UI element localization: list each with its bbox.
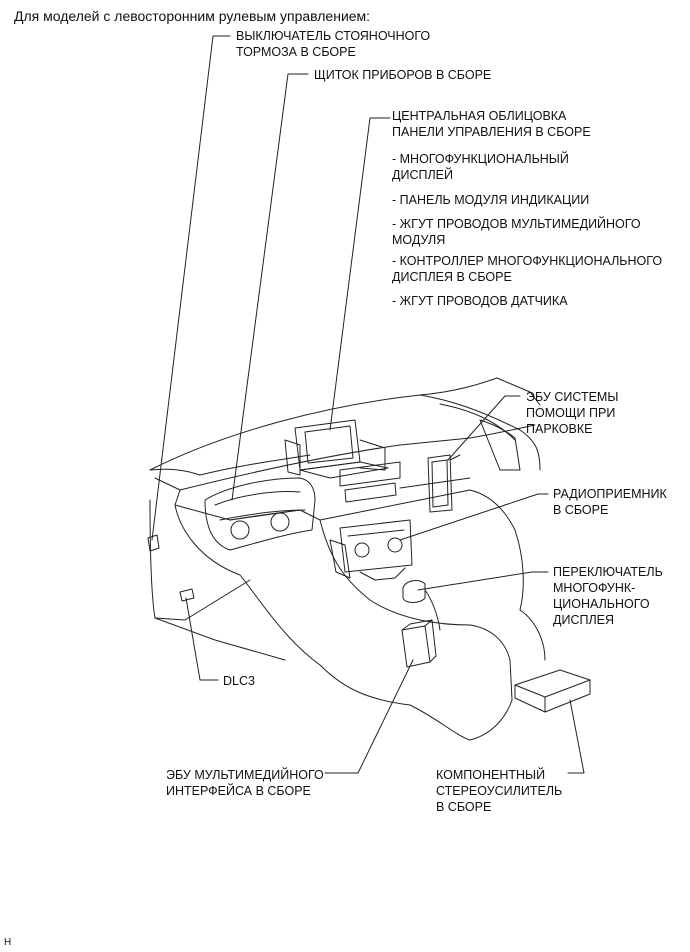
instrument-cluster-shape (204, 477, 316, 551)
model-note-header: Для моделей с левосторонним рулевым упра… (14, 8, 371, 24)
label-center-panel-item-controller: - КОНТРОЛЛЕР МНОГОФУНКЦИОНАЛЬНОГО ДИСПЛЕ… (392, 254, 663, 284)
radio-receiver-shape (329, 519, 413, 581)
label-center-panel-item-display: - МНОГОФУНКЦИОНАЛЬНЫЙ ДИСПЛЕЙ (392, 152, 569, 182)
label-instrument-cluster: ЩИТОК ПРИБОРОВ В СБОРЕ (314, 68, 492, 82)
label-center-panel-item-indicator: - ПАНЕЛЬ МОДУЛЯ ИНДИКАЦИИ (392, 193, 590, 207)
label-center-panel-item-sensor-harness: - ЖГУТ ПРОВОДОВ ДАТЧИКА (392, 294, 568, 308)
multimedia-ecu-shape (401, 619, 437, 668)
label-dlc3: DLC3 (223, 674, 255, 688)
label-center-panel: ЦЕНТРАЛЬНАЯ ОБЛИЦОВКА ПАНЕЛИ УПРАВЛЕНИЯ … (392, 109, 591, 139)
stereo-amplifier-shape (514, 669, 591, 713)
label-radio-receiver: РАДИОПРИЕМНИК В СБОРЕ (553, 487, 667, 517)
dashboard-outline (149, 377, 546, 741)
multi-display-switch-shape (402, 580, 441, 631)
multifunction-display-shape (284, 419, 389, 479)
parking-assist-ecu-shape (427, 454, 461, 513)
label-multi-display-switch: ПЕРЕКЛЮЧАТЕЛЬ МНОГОФУНК- ЦИОНАЛЬНОГО ДИС… (553, 565, 663, 627)
label-multimedia-ecu: ЭБУ МУЛЬТИМЕДИЙНОГО ИНТЕРФЕЙСА В СБОРЕ (166, 768, 324, 798)
label-parking-assist-ecu: ЭБУ СИСТЕМЫ ПОМОЩИ ПРИ ПАРКОВКЕ (526, 390, 619, 436)
label-stereo-amplifier: КОМПОНЕНТНЫЙ СТЕРЕОУСИЛИТЕЛЬ В СБОРЕ (436, 768, 563, 814)
label-parking-brake-switch: ВЫКЛЮЧАТЕЛЬ СТОЯНОЧНОГО ТОРМОЗА В СБОРЕ (236, 29, 431, 59)
leader-lines (151, 35, 585, 774)
parking-brake-switch-shape (147, 534, 160, 552)
label-center-panel-item-harness: - ЖГУТ ПРОВОДОВ МУЛЬТИМЕДИЙНОГО МОДУЛЯ (392, 217, 641, 247)
figure-code: H (4, 937, 12, 948)
dlc3-connector-shape (179, 588, 195, 602)
